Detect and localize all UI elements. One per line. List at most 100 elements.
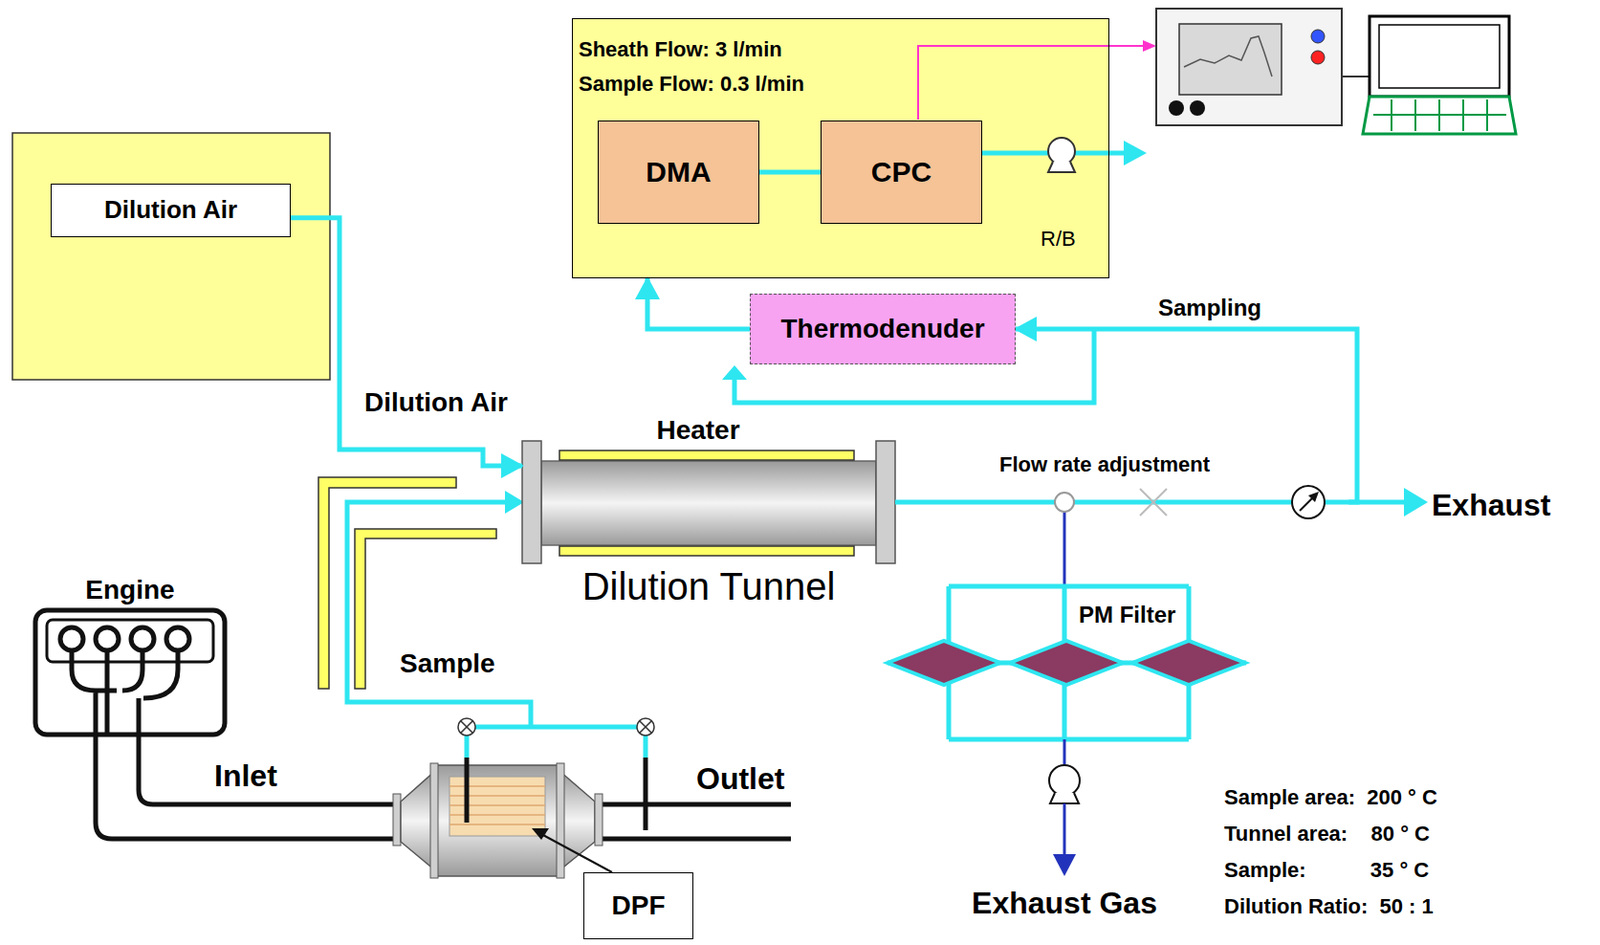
- sample-line: [504, 490, 525, 514]
- valve: [639, 721, 652, 733]
- bypass-line: [722, 365, 747, 380]
- node-text: DPF: [612, 889, 666, 922]
- pm-filter: [1052, 854, 1076, 877]
- flow-meter: [1308, 491, 1319, 503]
- pm-filter: [1049, 765, 1080, 796]
- oscilloscope: [1156, 8, 1342, 126]
- part-label: Heater: [656, 415, 740, 446]
- exhaust-line: [1348, 487, 1428, 517]
- engine: [71, 650, 178, 735]
- thermodenuder-box: Thermodenuder: [749, 293, 1016, 365]
- node-text: Dilution Tunnel: [582, 565, 836, 608]
- dilution-tunnel: [522, 440, 896, 564]
- signal-line: [1142, 40, 1157, 52]
- line-label: Sampling: [1156, 294, 1264, 322]
- condition-note: Sample area: 200 ° C: [1224, 785, 1438, 810]
- pm-filter: [1063, 739, 1067, 766]
- pump-symbol: [1048, 161, 1075, 173]
- exhaust-line: [1403, 487, 1428, 517]
- dilution-air-box: Dilution Air: [50, 183, 291, 238]
- dilution-air-unit: [12, 132, 330, 380]
- cable: [1341, 75, 1370, 78]
- condition-note: Sample: 35 ° C: [1224, 857, 1429, 882]
- dilution-air-unit: [12, 132, 330, 380]
- pipe-label: Inlet: [214, 758, 278, 794]
- pm-filter: [1063, 511, 1067, 587]
- outlet-label: Exhaust Gas: [971, 885, 1158, 921]
- valve: [458, 718, 655, 736]
- pm-filter: [1050, 792, 1079, 804]
- flow-valve: [1139, 488, 1167, 516]
- oscilloscope: [1183, 36, 1272, 77]
- laptop: [1369, 16, 1510, 97]
- oscilloscope: [1189, 100, 1206, 116]
- pm-filter: [887, 586, 1247, 740]
- pump-symbol: [1048, 137, 1075, 173]
- part-label: PM Filter: [1078, 601, 1176, 629]
- laptop: [1379, 24, 1500, 88]
- dpf-canister: [393, 757, 646, 878]
- condition-note: Tunnel area: 80 ° C: [1224, 821, 1430, 846]
- dilution-tunnel: [559, 546, 855, 556]
- dma-box: DMA: [597, 120, 760, 224]
- heated-line: [354, 528, 497, 689]
- flow-meter: [1292, 485, 1325, 519]
- flow-line: [647, 278, 750, 329]
- engine: [35, 610, 225, 735]
- node-text: DMA: [645, 154, 711, 190]
- pm-filter: [1132, 640, 1246, 685]
- dpf-callout-line: [541, 833, 613, 873]
- dpf-canister: [430, 763, 439, 878]
- dpf-box: DPF: [583, 872, 694, 940]
- oscilloscope: [1179, 23, 1282, 95]
- dpf-canister: [643, 757, 649, 831]
- dpf-canister: [594, 793, 603, 846]
- signal-line: [918, 40, 1157, 120]
- flow-line: [290, 218, 523, 466]
- pump-label: R/B: [1040, 226, 1076, 251]
- pm-filter: [887, 511, 1247, 877]
- dpf-canister: [559, 770, 595, 871]
- sample-line: [464, 735, 470, 758]
- oscilloscope: [1168, 100, 1184, 116]
- line-label: Dilution Air: [362, 387, 510, 418]
- sample-line: [466, 724, 646, 730]
- oscilloscope: [1156, 8, 1342, 126]
- laptop: [1362, 16, 1516, 134]
- engine: Engine: [35, 573, 225, 735]
- engine: [35, 610, 225, 735]
- valve: [636, 718, 655, 736]
- node-text: Sheath Flow: 3 l/min: [578, 32, 783, 67]
- analyzer-box: Sheath Flow: 3 l/minSample Flow: 0.3 l/m…: [571, 18, 1110, 279]
- dilution-tunnel: [559, 450, 855, 461]
- part-label: Flow rate adjustment: [999, 452, 1210, 477]
- pipe-label: Outlet: [696, 761, 785, 797]
- junction: [1054, 492, 1074, 512]
- flow-line: [759, 170, 821, 176]
- exhaust-pipe: [602, 804, 791, 839]
- dpf-callout-line: [531, 828, 549, 840]
- pump-symbol: [1048, 137, 1075, 165]
- valve: [458, 718, 476, 736]
- pump-line: [1123, 140, 1147, 166]
- valve: [460, 721, 473, 733]
- dpf-canister: [449, 776, 546, 836]
- condition-note: Dilution Ratio: 50 : 1: [1224, 894, 1434, 919]
- analyzer-panel: [571, 18, 1110, 279]
- engine: [166, 627, 190, 651]
- flow-valve: [1139, 488, 1167, 516]
- sample-line: [643, 735, 649, 758]
- engine: [95, 627, 119, 651]
- dpf-canister: [556, 763, 565, 878]
- node-text: Thermodenuder: [780, 312, 985, 346]
- analyzer-panel: [571, 18, 1110, 279]
- dilution-tunnel: [876, 440, 896, 564]
- node-text: Dilution Air: [104, 195, 238, 225]
- pm-filter: [1063, 803, 1067, 857]
- laptop: [1373, 99, 1507, 132]
- dilution-tunnel: [541, 460, 877, 546]
- engine: [60, 627, 84, 651]
- dpf-canister: [435, 765, 560, 877]
- flow-meter: [1292, 485, 1325, 519]
- engine: [131, 627, 154, 651]
